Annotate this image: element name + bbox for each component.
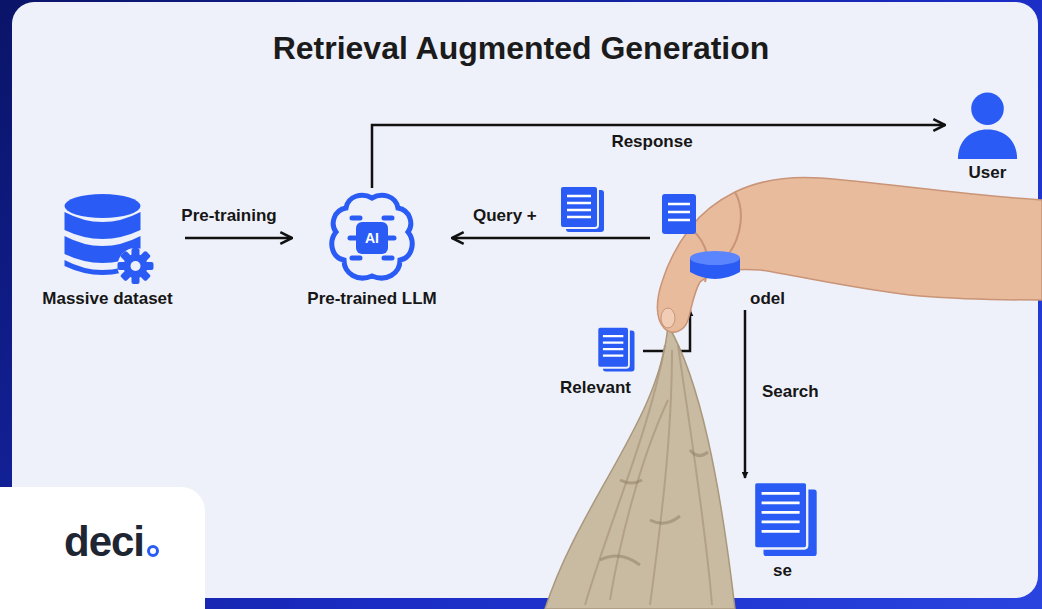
node-label: Massive dataset [30, 288, 185, 310]
logo-dot [146, 544, 160, 558]
edge-label: Response [609, 131, 694, 153]
db-symbol [30, 188, 185, 288]
doc-icon [548, 325, 643, 377]
user-symbol [945, 88, 1030, 162]
edge-label: Pre-training [179, 205, 278, 227]
edge-label: Search [760, 381, 821, 403]
node-label: User [945, 162, 1030, 184]
relevant-docs-node: Relevant [548, 325, 643, 399]
node-label: Pre-trained LLM [292, 288, 452, 310]
dataset-node: Massive dataset [30, 188, 185, 310]
user-icon [945, 88, 1030, 162]
model-icon [650, 188, 785, 288]
node-label: se [735, 560, 830, 582]
model-symbol [650, 188, 785, 288]
rag-cloth [545, 325, 735, 609]
edge-label: Query + [471, 205, 539, 227]
flow-arrow [185, 237, 292, 240]
diagram-title: Retrieval Augmented Generation [0, 28, 1042, 68]
user-node: User [945, 88, 1030, 184]
docs-symbol [735, 478, 830, 560]
query-document-icon [560, 186, 604, 232]
node-label: Relevant [548, 377, 643, 399]
flow-arrow [744, 310, 747, 478]
chip-label: AI [292, 230, 452, 246]
node-label: odel [650, 288, 785, 310]
docs-icon [735, 478, 830, 560]
doc-symbol [548, 325, 643, 377]
model-node: odel [650, 188, 785, 310]
hand [657, 178, 1042, 333]
flow-arrow [452, 237, 650, 240]
logo-wordmark: deci [64, 518, 144, 566]
db-icon [30, 188, 185, 288]
flow-arrow [372, 125, 945, 188]
database-node: se [735, 478, 830, 582]
llm-node: AI Pre-trained LLM [292, 188, 452, 310]
